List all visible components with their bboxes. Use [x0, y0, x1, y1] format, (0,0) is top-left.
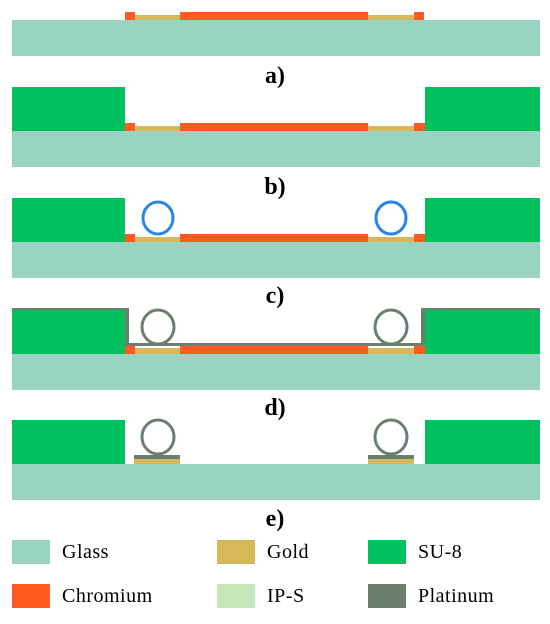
step-label-c: c) — [265, 283, 285, 309]
su8-block-left — [12, 310, 125, 354]
glass-substrate — [12, 464, 540, 500]
glass-substrate — [12, 242, 540, 278]
legend-label-chromium: Chromium — [62, 585, 153, 607]
su8-block-right — [425, 420, 540, 464]
legend-label-ips: IP-S — [267, 585, 305, 607]
chromium-pad-left — [125, 346, 135, 354]
legend-swatch-platinum — [368, 584, 406, 608]
glass-substrate — [12, 20, 540, 56]
ips-ring-right — [374, 200, 408, 236]
chromium-pad-left — [125, 12, 135, 20]
gold-layer-right — [368, 126, 414, 131]
platinum-ring-left — [140, 308, 176, 346]
chromium-strip — [180, 346, 368, 354]
su8-block-right — [425, 198, 540, 242]
glass-substrate — [12, 131, 540, 167]
platinum-base-right — [368, 455, 414, 459]
gold-layer-right — [368, 15, 414, 20]
chromium-pad-left — [125, 123, 135, 131]
chromium-strip — [180, 12, 368, 20]
chromium-pad-right — [414, 123, 425, 131]
gold-layer-left — [135, 126, 180, 131]
su8-block-left — [12, 420, 125, 464]
legend-swatch-su8 — [368, 540, 406, 564]
platinum-ring-right — [373, 418, 409, 456]
su8-block-left — [12, 87, 125, 131]
legend-swatch-gold — [217, 540, 255, 564]
legend-swatch-glass — [12, 540, 50, 564]
platinum-ring-right — [373, 308, 409, 346]
chromium-pad-left — [125, 234, 135, 242]
gold-layer-right — [368, 237, 414, 242]
gold-layer-left — [134, 459, 180, 464]
chromium-strip — [180, 234, 368, 242]
gold-layer-left — [135, 348, 180, 354]
legend-label-glass: Glass — [62, 541, 109, 563]
legend-label-gold: Gold — [267, 541, 309, 563]
gold-layer-left — [135, 237, 180, 242]
gold-layer-left — [135, 15, 180, 20]
step-label-e: e) — [265, 506, 285, 532]
step-label-a: a) — [265, 63, 285, 89]
platinum-ring-left — [140, 418, 176, 456]
legend-label-platinum: Platinum — [418, 585, 495, 607]
chromium-pad-right — [414, 234, 425, 242]
ips-ring-left — [141, 200, 175, 236]
su8-block-right — [425, 310, 540, 354]
legend-swatch-chromium — [12, 584, 50, 608]
chromium-strip — [180, 123, 368, 131]
chromium-pad-right — [414, 12, 424, 20]
step-label-d: d) — [264, 395, 286, 421]
gold-layer-right — [368, 459, 414, 464]
step-label-b: b) — [264, 174, 286, 200]
legend-label-su8: SU-8 — [418, 541, 463, 563]
su8-block-right — [425, 87, 540, 131]
gold-layer-right — [368, 348, 414, 354]
glass-substrate — [12, 354, 540, 390]
chromium-pad-right — [414, 346, 425, 354]
platinum-base-left — [134, 455, 180, 459]
legend-swatch-ips — [217, 584, 255, 608]
su8-block-left — [12, 198, 125, 242]
platinum-film — [125, 343, 425, 346]
